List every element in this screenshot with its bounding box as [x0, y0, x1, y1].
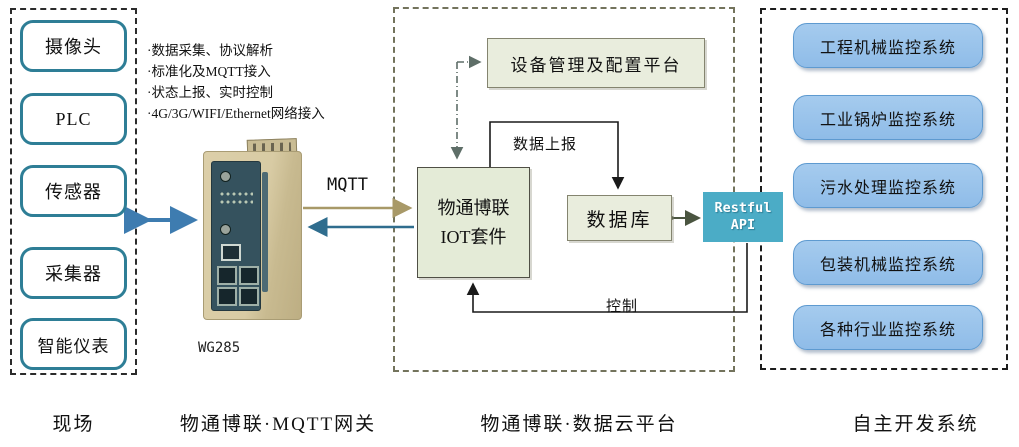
- field-group-frame: [10, 8, 137, 375]
- system-box-label: 各种行业监控系统: [819, 321, 956, 339]
- data-report-label: 数据上报: [513, 137, 578, 153]
- system-box-label: 包装机械监控系统: [819, 256, 956, 274]
- iot-suite-label-line2: IOT套件: [440, 226, 507, 247]
- system-box-label: 工程机械监控系统: [819, 39, 956, 57]
- system-box-label: 污水处理监控系统: [819, 179, 956, 197]
- ethernet-port-icon: [217, 287, 237, 306]
- field-box-label: 传感器: [45, 182, 102, 202]
- caption-data-cloud-platform: 物通博联·数据云平台: [480, 414, 678, 435]
- device-side-strip: [262, 172, 268, 292]
- database-label: 数据库: [586, 209, 653, 231]
- feature-item: ·标准化及MQTT接入: [147, 64, 271, 79]
- gateway-device-image: [195, 138, 307, 324]
- device-model-label: WG285: [198, 340, 241, 356]
- field-box-label: 智能仪表: [37, 336, 110, 356]
- field-box-label: 摄像头: [45, 37, 102, 57]
- system-box-packaging-machinery: 包装机械监控系统: [793, 240, 983, 285]
- mqtt-protocol-label: MQTT: [327, 175, 368, 195]
- ethernet-port-icon: [217, 266, 237, 285]
- iot-suite-box: 物通博联 IOT套件: [417, 167, 530, 278]
- restful-api-box: Restful API: [703, 192, 783, 242]
- database-box: 数据库: [567, 195, 672, 241]
- field-box-plc: PLC: [20, 93, 127, 145]
- data-report-line: [489, 121, 625, 190]
- device-body: [203, 151, 302, 320]
- system-box-industrial-boiler: 工业锅炉监控系统: [793, 95, 983, 140]
- device-mgmt-platform-box: 设备管理及配置平台: [487, 38, 705, 88]
- field-box-camera: 摄像头: [20, 20, 127, 72]
- led-indicators: [219, 190, 253, 208]
- caption-self-developed-systems: 自主开发系统: [852, 414, 979, 435]
- system-box-engineering-machinery: 工程机械监控系统: [793, 23, 983, 68]
- ethernet-port-grid: [217, 266, 259, 306]
- feature-item: ·状态上报、实时控制: [147, 85, 273, 100]
- control-label: 控制: [606, 299, 639, 315]
- feature-item: ·数据采集、协议解析: [147, 43, 273, 58]
- ethernet-port-icon: [239, 266, 259, 285]
- system-box-sewage-treatment: 污水处理监控系统: [793, 163, 983, 208]
- field-box-sensor: 传感器: [20, 165, 127, 217]
- restful-api-label-line1: Restful: [714, 200, 772, 216]
- iot-suite-label-line1: 物通博联: [437, 197, 510, 218]
- feature-item: ·4G/3G/WIFI/Ethernet网络接入: [147, 106, 325, 121]
- restful-api-label-line2: API: [730, 217, 756, 233]
- cloud-platform-frame: [393, 7, 735, 372]
- system-box-label: 工业锅炉监控系统: [819, 111, 956, 129]
- ethernet-port-icon: [221, 244, 241, 261]
- control-line: [466, 243, 748, 313]
- field-box-smart-meter: 智能仪表: [20, 318, 127, 370]
- field-box-collector: 采集器: [20, 247, 127, 299]
- system-box-various-industries: 各种行业监控系统: [793, 305, 983, 350]
- gateway-feature-list: ·数据采集、协议解析 ·标准化及MQTT接入 ·状态上报、实时控制 ·4G/3G…: [147, 40, 325, 124]
- caption-mqtt-gateway: 物通博联·MQTT网关: [179, 414, 377, 435]
- field-box-label: 采集器: [45, 264, 102, 284]
- ethernet-port-icon: [239, 287, 259, 306]
- device-front-panel: [211, 161, 261, 311]
- field-box-label: PLC: [55, 108, 92, 129]
- caption-field: 现场: [52, 414, 95, 435]
- antenna-connector-icon: [220, 171, 231, 182]
- systems-group-frame: [760, 8, 1008, 370]
- device-mgmt-platform-label: 设备管理及配置平台: [510, 55, 682, 75]
- antenna-connector-icon: [220, 224, 231, 235]
